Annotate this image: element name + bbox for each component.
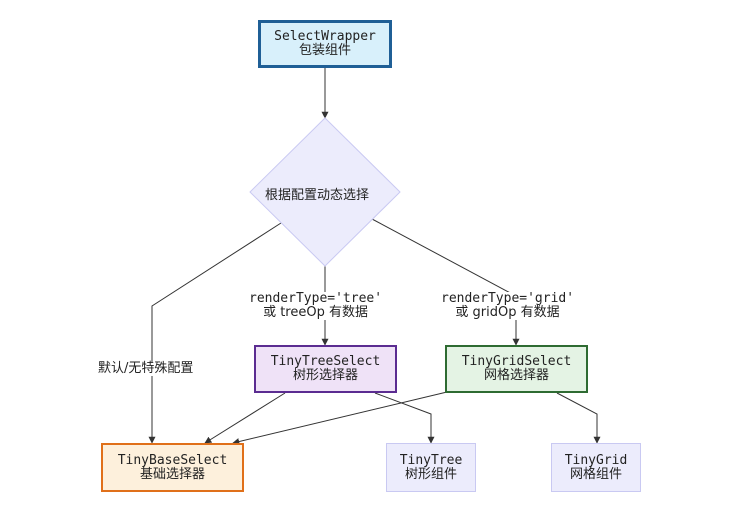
tiny-tree-select-node: TinyTreeSelect 树形选择器 — [254, 345, 397, 393]
edge-label-grid: renderType='grid' 或 gridOp 有数据 — [441, 291, 575, 320]
tiny-grid-node: TinyGrid 网格组件 — [551, 443, 641, 492]
tiny-tree-node: TinyTree 树形组件 — [386, 443, 476, 492]
tiny-grid-title: TinyGrid — [564, 452, 628, 468]
select-wrapper-subtitle: 包装组件 — [298, 43, 351, 58]
edge-tree-select-to-base-select — [204, 392, 286, 444]
edge-decision-to-grid-select — [371, 218, 520, 346]
select-wrapper-node: SelectWrapper 包装组件 — [258, 20, 392, 68]
tiny-grid-select-subtitle: 网格选择器 — [483, 368, 549, 383]
tiny-grid-select-node: TinyGridSelect 网格选择器 — [445, 345, 588, 393]
edge-label-grid-line1: renderType='grid' — [441, 291, 575, 306]
decision-diamond — [249, 117, 401, 267]
edge-grid-select-to-base-select — [232, 391, 448, 445]
decision-label: 根据配置动态选择 — [265, 188, 370, 203]
tiny-tree-subtitle: 树形组件 — [404, 466, 457, 482]
edge-label-tree-line2: 或 treeOp 有数据 — [263, 305, 368, 320]
tiny-tree-title: TinyTree — [399, 452, 463, 468]
tiny-base-select-node: TinyBaseSelect 基础选择器 — [101, 443, 244, 492]
tiny-base-select-subtitle: 基础选择器 — [139, 466, 205, 482]
tiny-grid-select-title: TinyGridSelect — [461, 354, 572, 369]
tiny-base-select-title: TinyBaseSelect — [117, 452, 228, 468]
edge-label-grid-line2: 或 gridOp 有数据 — [455, 305, 560, 320]
edge-label-tree-line1: renderType='tree' — [249, 291, 383, 306]
tiny-grid-subtitle: 网格组件 — [569, 466, 622, 482]
edge-tree-select-to-tiny-tree — [374, 392, 435, 444]
edge-label-default: 默认/无特殊配置 — [98, 361, 194, 376]
tiny-tree-select-subtitle: 树形选择器 — [292, 368, 358, 383]
edge-label-tree: renderType='tree' 或 treeOp 有数据 — [249, 291, 383, 320]
select-wrapper-title: SelectWrapper — [274, 29, 376, 44]
tiny-tree-select-title: TinyTreeSelect — [270, 354, 381, 369]
edge-grid-select-to-tiny-grid — [556, 392, 601, 444]
edge-decision-to-base-select — [148, 222, 282, 444]
